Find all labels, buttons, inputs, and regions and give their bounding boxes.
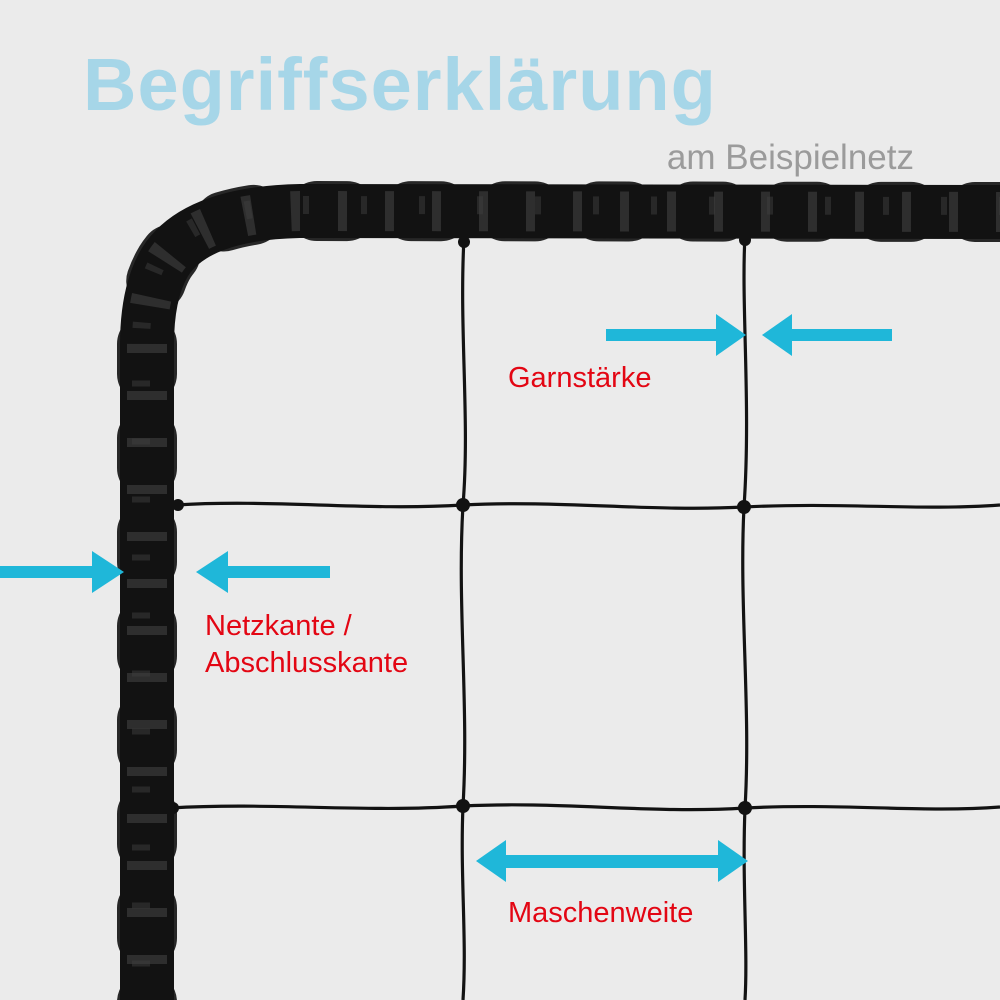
- net-mesh-lines: [167, 234, 1000, 1000]
- net-rope-border: [117, 180, 1000, 1000]
- garnstaerke-arrows: [606, 314, 892, 356]
- label-netzkante-line1: Netzkante /: [205, 610, 352, 642]
- label-netzkante: Netzkante / Abschlusskante: [205, 608, 408, 682]
- label-garnstaerke: Garnstärke: [508, 362, 652, 394]
- subtitle: am Beispielnetz: [666, 138, 914, 177]
- label-maschenweite: Maschenweite: [508, 897, 694, 929]
- netzkante-arrows: [0, 551, 330, 593]
- label-netzkante-line2: Abschlusskante: [205, 647, 409, 679]
- maschenweite-arrow: [476, 840, 748, 882]
- page-title: Begriffserklärung: [83, 43, 717, 126]
